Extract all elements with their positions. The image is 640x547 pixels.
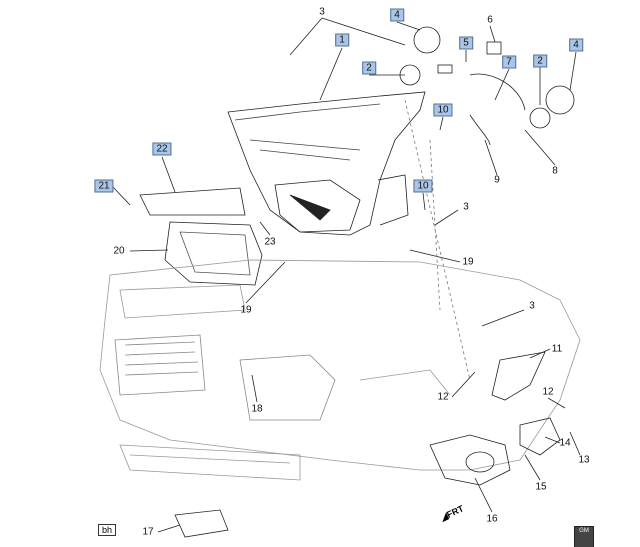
callout-10: 10: [433, 103, 453, 117]
callout-3: 3: [463, 201, 469, 213]
callout-14: 14: [559, 437, 571, 449]
fog-lamp-bezel: [429, 434, 511, 486]
callout-4: 4: [569, 38, 583, 52]
callout-11: 11: [551, 343, 563, 355]
callout-19: 19: [462, 256, 474, 268]
lamp-bezel: [164, 221, 263, 286]
callout-17: 17: [142, 526, 154, 538]
callout-10: 10: [413, 179, 433, 193]
fog-bezel-17: [174, 509, 229, 538]
callout-16: 16: [486, 513, 498, 525]
callout-3: 3: [319, 6, 325, 18]
callout-18: 18: [251, 403, 263, 415]
callout-20: 20: [113, 245, 125, 257]
callout-6: 6: [487, 14, 493, 26]
callout-19: 19: [240, 304, 252, 316]
callout-15: 15: [535, 481, 547, 493]
callout-2: 2: [362, 61, 376, 75]
front-fascia: [99, 259, 581, 471]
fog-lamp: [519, 417, 561, 456]
view-tag: bh: [98, 524, 117, 536]
callout-5: 5: [459, 36, 473, 50]
callout-12: 12: [437, 391, 449, 403]
callout-22: 22: [152, 142, 172, 156]
headlamp-rear-housing: [274, 179, 361, 233]
callout-23: 23: [264, 236, 276, 248]
callout-3: 3: [529, 300, 535, 312]
callout-21: 21: [94, 179, 114, 193]
callout-7: 7: [502, 55, 516, 69]
callout-8: 8: [552, 165, 558, 177]
daytime-running-lamp: [139, 187, 246, 216]
callout-9: 9: [494, 174, 500, 186]
bulb-cap-4b: [545, 85, 575, 115]
bulb-cap-4: [413, 26, 441, 54]
callout-1: 1: [335, 33, 349, 47]
callout-12: 12: [542, 386, 554, 398]
callout-4: 4: [390, 8, 404, 22]
gm-logo: GM: [574, 526, 594, 547]
side-marker-lamp: [491, 351, 546, 401]
callout-2: 2: [533, 54, 547, 68]
callout-13: 13: [578, 454, 590, 466]
